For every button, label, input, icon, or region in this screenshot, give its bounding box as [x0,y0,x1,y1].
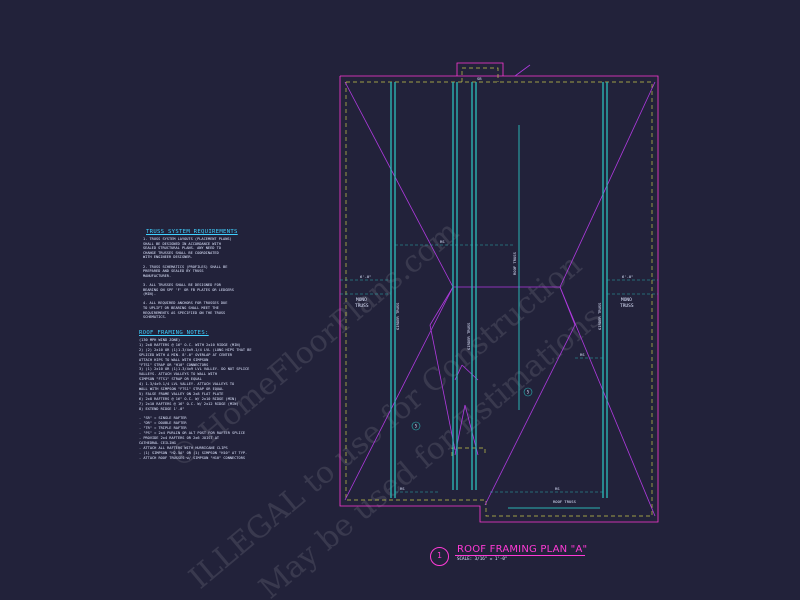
label-rs-right: RS [580,352,585,357]
label-note-5-right: 5 [527,390,530,395]
drawing-title: ROOF FRAMING PLAN "A" [457,544,588,555]
note-line: CATHEDRAL CEILING [139,440,176,445]
note-line: - "TR" = TRIPLE RAFTER [139,426,187,431]
note-line: 7) 2x10 RAFTERS @ 16" O.C. W/ 2x12 RIDGE… [139,401,239,406]
note-line: 6) 2x8 RAFTERS @ 16" O.C. W/ 2x10 RIDGE … [139,396,237,401]
dimension-lines [340,244,658,493]
note-line: "FTS1" STRAP OR "H10" CONNECTORS [139,362,209,367]
note-line: 2) (2) 2x10 OR (1)1.3/4x9.1/4 LVL (LONG … [139,347,252,352]
note-line: ATTACH HIPS TO WALL WITH SIMPSON [139,357,209,362]
note-line: 3. ALL TRUSSES SHALL BE DESIGNED FOR [143,283,221,287]
label-mono-right-2: TRUSS [620,303,634,309]
drawing-title-underline [455,555,585,556]
label-rs-bottom-left: RS [400,486,405,491]
note-line: SEALED STRUCTURAL PLANS. ANY NEED TO [143,246,221,251]
label-dim-left: 6'-0" [360,274,371,279]
label-rs-bottom-right: RS [555,486,560,491]
label-rs-mid: RS [440,239,445,244]
label-girder-truss-left: GIRDER TRUSS [395,302,400,330]
framing-notes-title: ROOF FRAMING NOTES: [139,330,209,336]
building-outline [339,62,659,523]
note-line: CHANGE TRUSSES SHALL BE COORDINATED [143,250,219,255]
wall-dashed-outline [345,67,653,517]
note-line: REQUIREMENTS AS SPECIFIED ON THE TRUSS [143,310,226,315]
note-line: 8) EXTEND RIDGE 1'-0" [139,406,185,411]
note-line: 3) (1) 2x10 OR (1)1.3/4x9 LVL VALLEY. DO… [139,367,250,372]
label-mono-left-2: TRUSS [355,303,369,309]
note-line: 4) 1.3/4x9.1/4 LVL VALLEY. ATTACH VALLEY… [139,382,235,387]
note-marker-5-left [411,421,421,431]
note-line: SHALL BE DESIGNED IN ACCORDANCE WITH [143,241,221,246]
label-girder-truss-right: GIRDER TRUSS [597,302,602,330]
label-note-5-left: 5 [415,424,418,429]
note-line: - (1) SIMPSON "H2.5A" OR (1) SIMPSON "H1… [139,450,248,455]
watermark: ILLEGAL to use for Construction © HomeFl… [163,214,609,600]
note-marker-5-right [523,387,533,397]
roof-hip-lines [344,64,656,517]
roof-truss-line [508,125,600,509]
label-dim-right: 6'-0" [622,274,633,279]
label-mono-right-1: MONO [621,297,632,303]
note-line: PREPARED AND SEALED BY TRUSS [143,269,204,274]
note-line: - PROVIDE 2x4 RAFTERS OR 2x6 JOIST AT [139,436,220,440]
note-line: SCHEMATICS. [143,315,167,320]
note-line: 1. TRUSS SYSTEM LAYOUTS (PLACEMENT PLANS… [143,237,232,241]
note-line: - ATTACH ALL RAFTERS WITH HURRICANE CLIP… [139,445,228,450]
note-line: - "PS" = 2x4 PURLIN OR ALT POST FOR RAFT… [139,431,246,436]
note-line: 5) FALSE FRAME VALLEY ON 2x8 FLAT PLATE [139,391,224,396]
note-line: 2. TRUSS SCHEMATICS (PROFILES) SHALL BE [143,264,228,269]
note-line: 4. ALL REQUIRED ANCHORS FOR TRUSSES DUE [143,301,228,306]
truss-notes-title: TRUSS SYSTEM REQUIREMENTS [146,229,238,235]
drawing-number: 1 [436,551,443,560]
note-line: SPLICED WITH A MIN. 8'-0" OVERLAP AT CEN… [139,352,233,357]
label-sb: SB [477,76,482,81]
plan-labels: SB RS RS RS RS ROOF TRUSS 6'-0" 6'-0" MO… [355,76,634,504]
note-line: WITH ENGINEER DESIGNER. [143,255,193,260]
note-line: BEARING ON SPF 'F' OR FB PLATES OR LEDGE… [143,287,234,292]
label-mono-left-1: MONO [356,297,367,303]
note-line: MANUFACTURER. [143,273,172,278]
drawing-number-circle: 1 [430,547,449,566]
girder-trusses [390,82,608,498]
drawing-scale: SCALE: 3/16" = 1'-0" [457,556,508,561]
note-line: (130 MPH WIND ZONE) [139,338,181,342]
note-line: - ATTACH ROOF TRUSSES w/ SIMPSON "H10" C… [139,455,246,460]
note-line: TO UPLIFT OR BEARING SHALL MEET THE [143,306,219,310]
note-line: - "DR" = DOUBLE RAFTER [139,421,187,426]
note-line: WALL WITH SIMPSON "FTS1" STRAP OR EQUAL [139,387,224,391]
note-line: VALLEYS. ATTACH VALLEYS TO WALL WITH [139,372,217,377]
note-line: SIMPSON "FTS1" STRAP OR EQUAL [139,377,202,382]
note-line: - "SR" = SINGLE RAFTER [139,416,187,421]
note-markers [411,387,533,431]
label-girder-truss-center: GIRDER TRUSS [466,322,471,350]
label-roof-truss-vertical: ROOF TRUSS [512,251,517,275]
note-line: (MIN). [143,292,156,297]
note-line: 1) 2x8 RAFTERS @ 16" O.C. WITH 2x10 RIDG… [139,342,241,347]
label-roof-truss-bottom: ROOF TRUSS [553,499,577,504]
